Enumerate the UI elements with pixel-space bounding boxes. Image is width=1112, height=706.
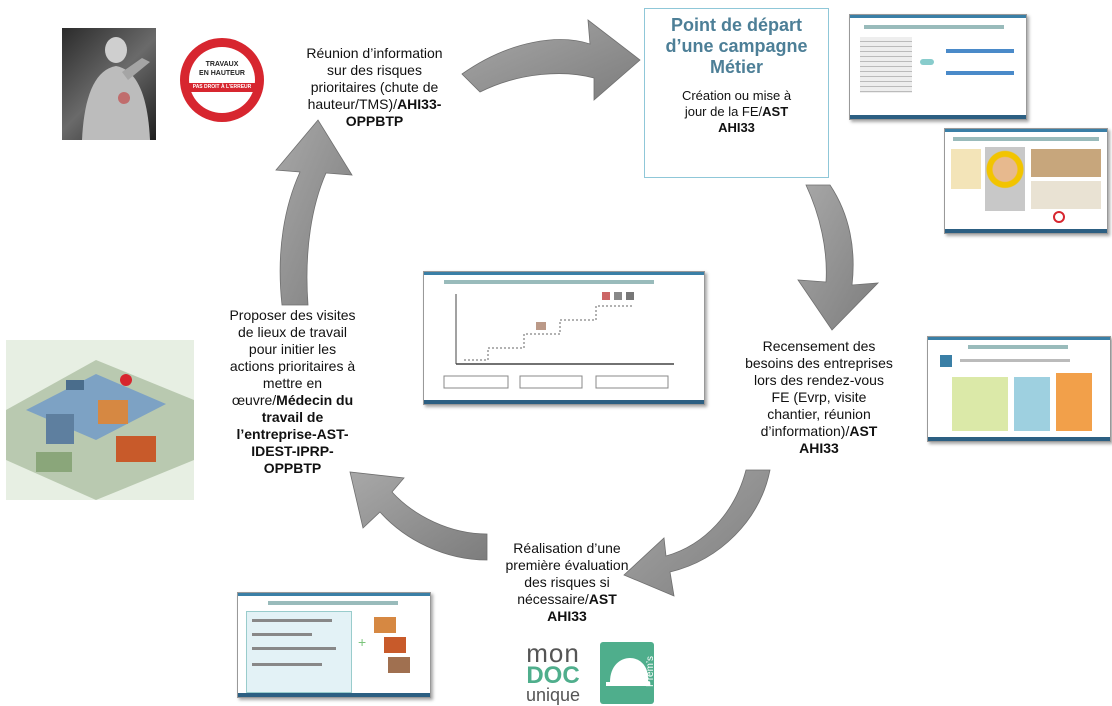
start-sub-line-bold: AHI33: [718, 120, 755, 135]
badge-line3: PAS DROIT À L’ERREUR: [189, 83, 255, 92]
step-realisation-line-bold: AHI33: [547, 608, 587, 624]
step-recensement-line-bold: AST: [849, 423, 878, 439]
step-realisation-line: des risques si: [524, 574, 610, 590]
step-recensement-line: FE (Evrp, visite: [771, 389, 867, 405]
start-box: Point de départ d’une campagne Métier Cr…: [644, 8, 829, 178]
staircase-chart-icon: [443, 292, 674, 389]
start-sub-line: Création ou mise à: [681, 88, 792, 103]
badge-line2: EN HAUTEUR: [199, 70, 245, 77]
step-proposer-line: actions prioritaires à: [229, 358, 356, 374]
logo-prem-box: Prem’s: [600, 642, 654, 704]
arrow-bottom-left: [349, 471, 488, 561]
arrow-right: [797, 184, 880, 331]
step-recensement-text: Recensement des besoins des entreprises …: [714, 338, 924, 457]
badge-travaux-hauteur: TRAVAUX EN HAUTEUR PAS DROIT À L’ERREUR: [180, 38, 264, 122]
step-recensement-line: lors des rendez-vous: [754, 372, 884, 388]
start-subtitle: Création ou mise à jour de la FE/AST AHI…: [645, 88, 828, 136]
step-proposer-line-bold: travail de: [261, 409, 324, 425]
step-proposer-line-bold: Médecin du: [276, 392, 354, 408]
logo-prem: Prem’s: [645, 656, 654, 687]
badge-line1: TRAVAUX: [205, 61, 239, 68]
step-recensement-line: Recensement des: [762, 338, 876, 354]
step-reunion-line: Réunion d’information: [306, 45, 443, 61]
mon-doc-unique-logo: mon DOC unique Prem’s: [508, 640, 656, 706]
step-reunion-line: hauteur/TMS)/: [307, 96, 398, 112]
start-title: Point de départ d’une campagne Métier: [645, 15, 828, 78]
step-realisation-line: première évaluation: [505, 557, 629, 573]
thumbnail-fe-table: [849, 14, 1027, 120]
step-realisation-line: Réalisation d’une: [513, 540, 621, 556]
step-reunion-line: prioritaires (chute de: [310, 79, 439, 95]
step-realisation-text: Réalisation d’une première évaluation de…: [482, 540, 652, 625]
thumbnail-fiche-exposition: [944, 128, 1108, 234]
step-reunion-line-bold: OPPBTP: [345, 113, 404, 129]
step-proposer-line-bold: IDEST-IPRP-: [251, 443, 334, 459]
step-proposer-line-bold: l’entreprise-AST-: [236, 426, 349, 442]
step-realisation-line: nécessaire/: [517, 591, 589, 607]
step-reunion-line: sur des risques: [327, 62, 422, 78]
step-recensement-line: chantier, réunion: [767, 406, 871, 422]
step-proposer-line-bold: OPPBTP: [263, 460, 322, 476]
thumbnail-evaluation-risques: +: [237, 592, 431, 698]
step-recensement-line-bold: AHI33: [799, 440, 839, 456]
step-proposer-line: mettre en: [262, 375, 323, 391]
helmet-icon: [606, 658, 650, 686]
start-sub-line: jour de la FE/: [684, 104, 763, 119]
step-proposer-text: Proposer des visites de lieux de travail…: [200, 307, 385, 477]
step-proposer-line: Proposer des visites: [229, 307, 356, 323]
start-sub-line-bold: AST: [762, 104, 789, 119]
arrow-top: [461, 19, 641, 101]
worker-silhouette-icon: [82, 37, 150, 140]
workplace-scene-icon: [6, 340, 194, 500]
step-proposer-line: œuvre/: [231, 392, 277, 408]
step-proposer-line: pour initier les: [248, 341, 337, 357]
step-reunion-line-bold: AHI33-: [397, 96, 442, 112]
logo-mon: mon: [526, 638, 580, 668]
logo-doc: DOC: [526, 662, 580, 689]
step-proposer-line: de lieux de travail: [238, 324, 347, 340]
workplace-3d-illustration: [6, 340, 194, 500]
step-recensement-line: besoins des entreprises: [745, 355, 893, 371]
start-title-line: Métier: [709, 57, 763, 77]
thumbnail-besoins-entreprises: [927, 336, 1111, 442]
arrow-bottom-right: [623, 469, 771, 597]
step-reunion-text: Réunion d’information sur des risques pr…: [282, 45, 467, 130]
start-title-line: Point de départ: [670, 15, 802, 35]
step-recensement-line: d’information)/: [760, 423, 850, 439]
thumbnail-indicateurs-chart: [423, 271, 705, 405]
step-realisation-line-bold: AST: [588, 591, 617, 607]
start-title-line: d’une campagne: [665, 36, 808, 56]
arrow-left: [275, 119, 353, 306]
logo-unique: unique: [525, 685, 581, 705]
worker-photo: [62, 28, 156, 140]
